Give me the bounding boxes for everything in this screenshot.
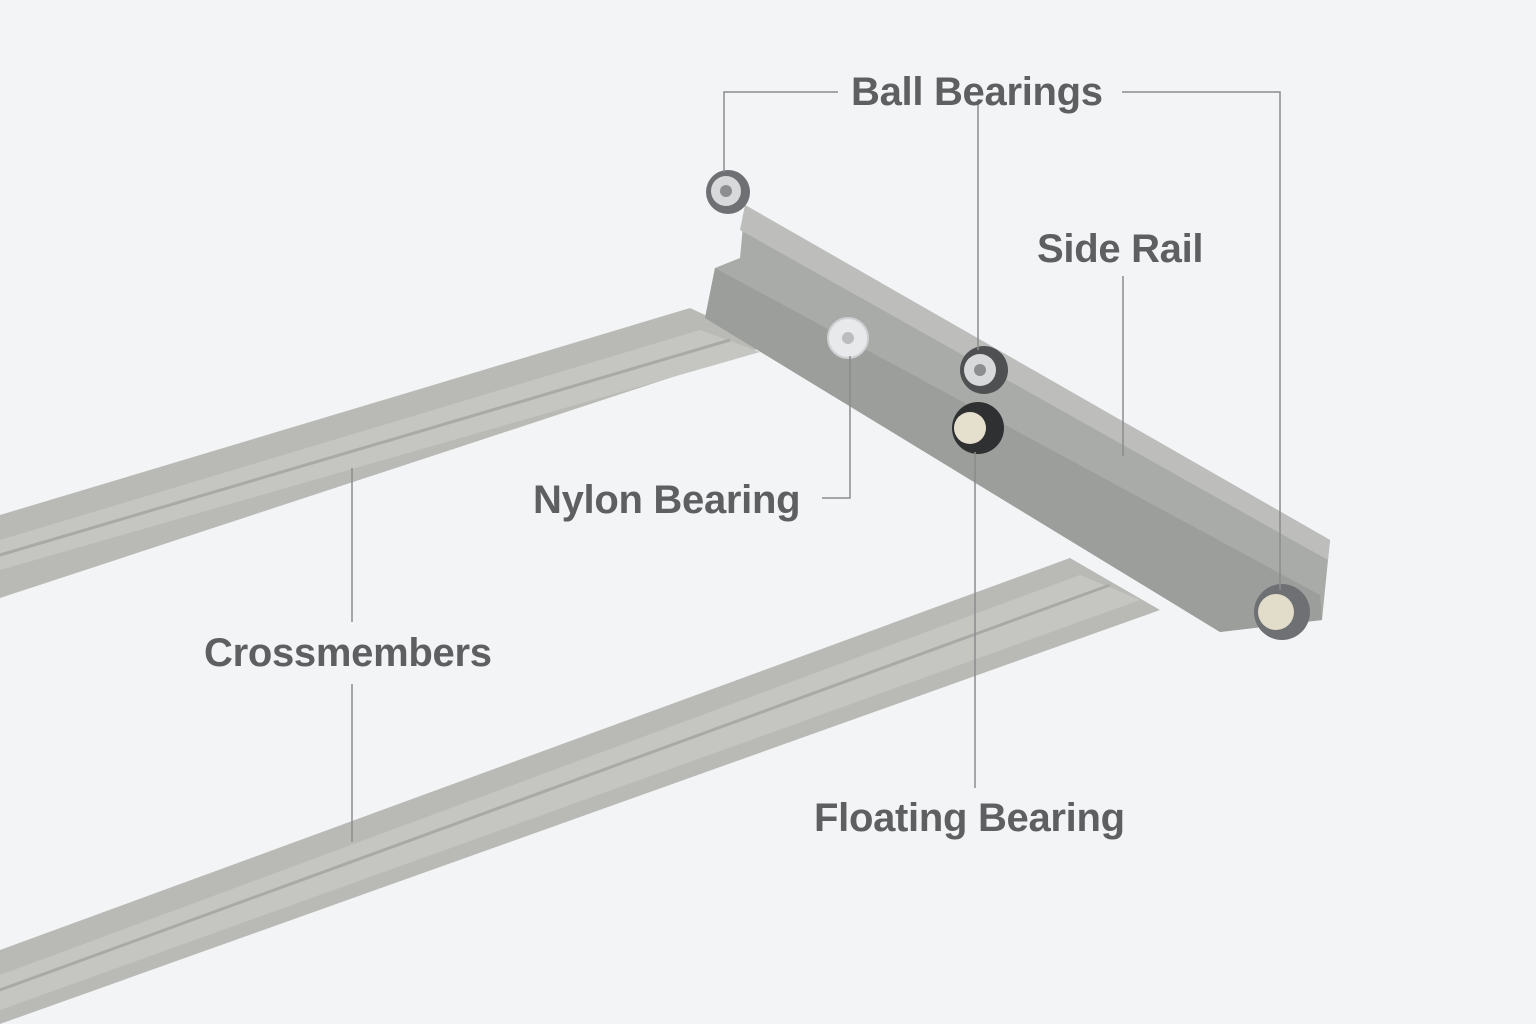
floating-bearing-icon	[952, 402, 1004, 454]
ball-bearing-icon	[960, 346, 1008, 394]
leader-ball-right	[1122, 91, 1281, 590]
leader-nylon	[822, 356, 851, 499]
label-side-rail: Side Rail	[1037, 227, 1204, 271]
label-crossmembers: Crossmembers	[204, 631, 492, 675]
crossmember-bottom	[0, 558, 1160, 1024]
label-nylon-bearing: Nylon Bearing	[533, 478, 801, 522]
leader-lines	[351, 91, 1281, 842]
ball-bearing-icon	[706, 170, 750, 214]
nylon-bearing-icon	[827, 317, 869, 359]
label-floating-bearing: Floating Bearing	[814, 796, 1125, 840]
ball-bearing-icon	[1254, 584, 1310, 640]
leader-ball-left	[723, 91, 838, 172]
label-ball-bearings: Ball Bearings	[851, 70, 1103, 114]
crossmember-top	[0, 308, 770, 598]
side-rail	[705, 205, 1330, 632]
